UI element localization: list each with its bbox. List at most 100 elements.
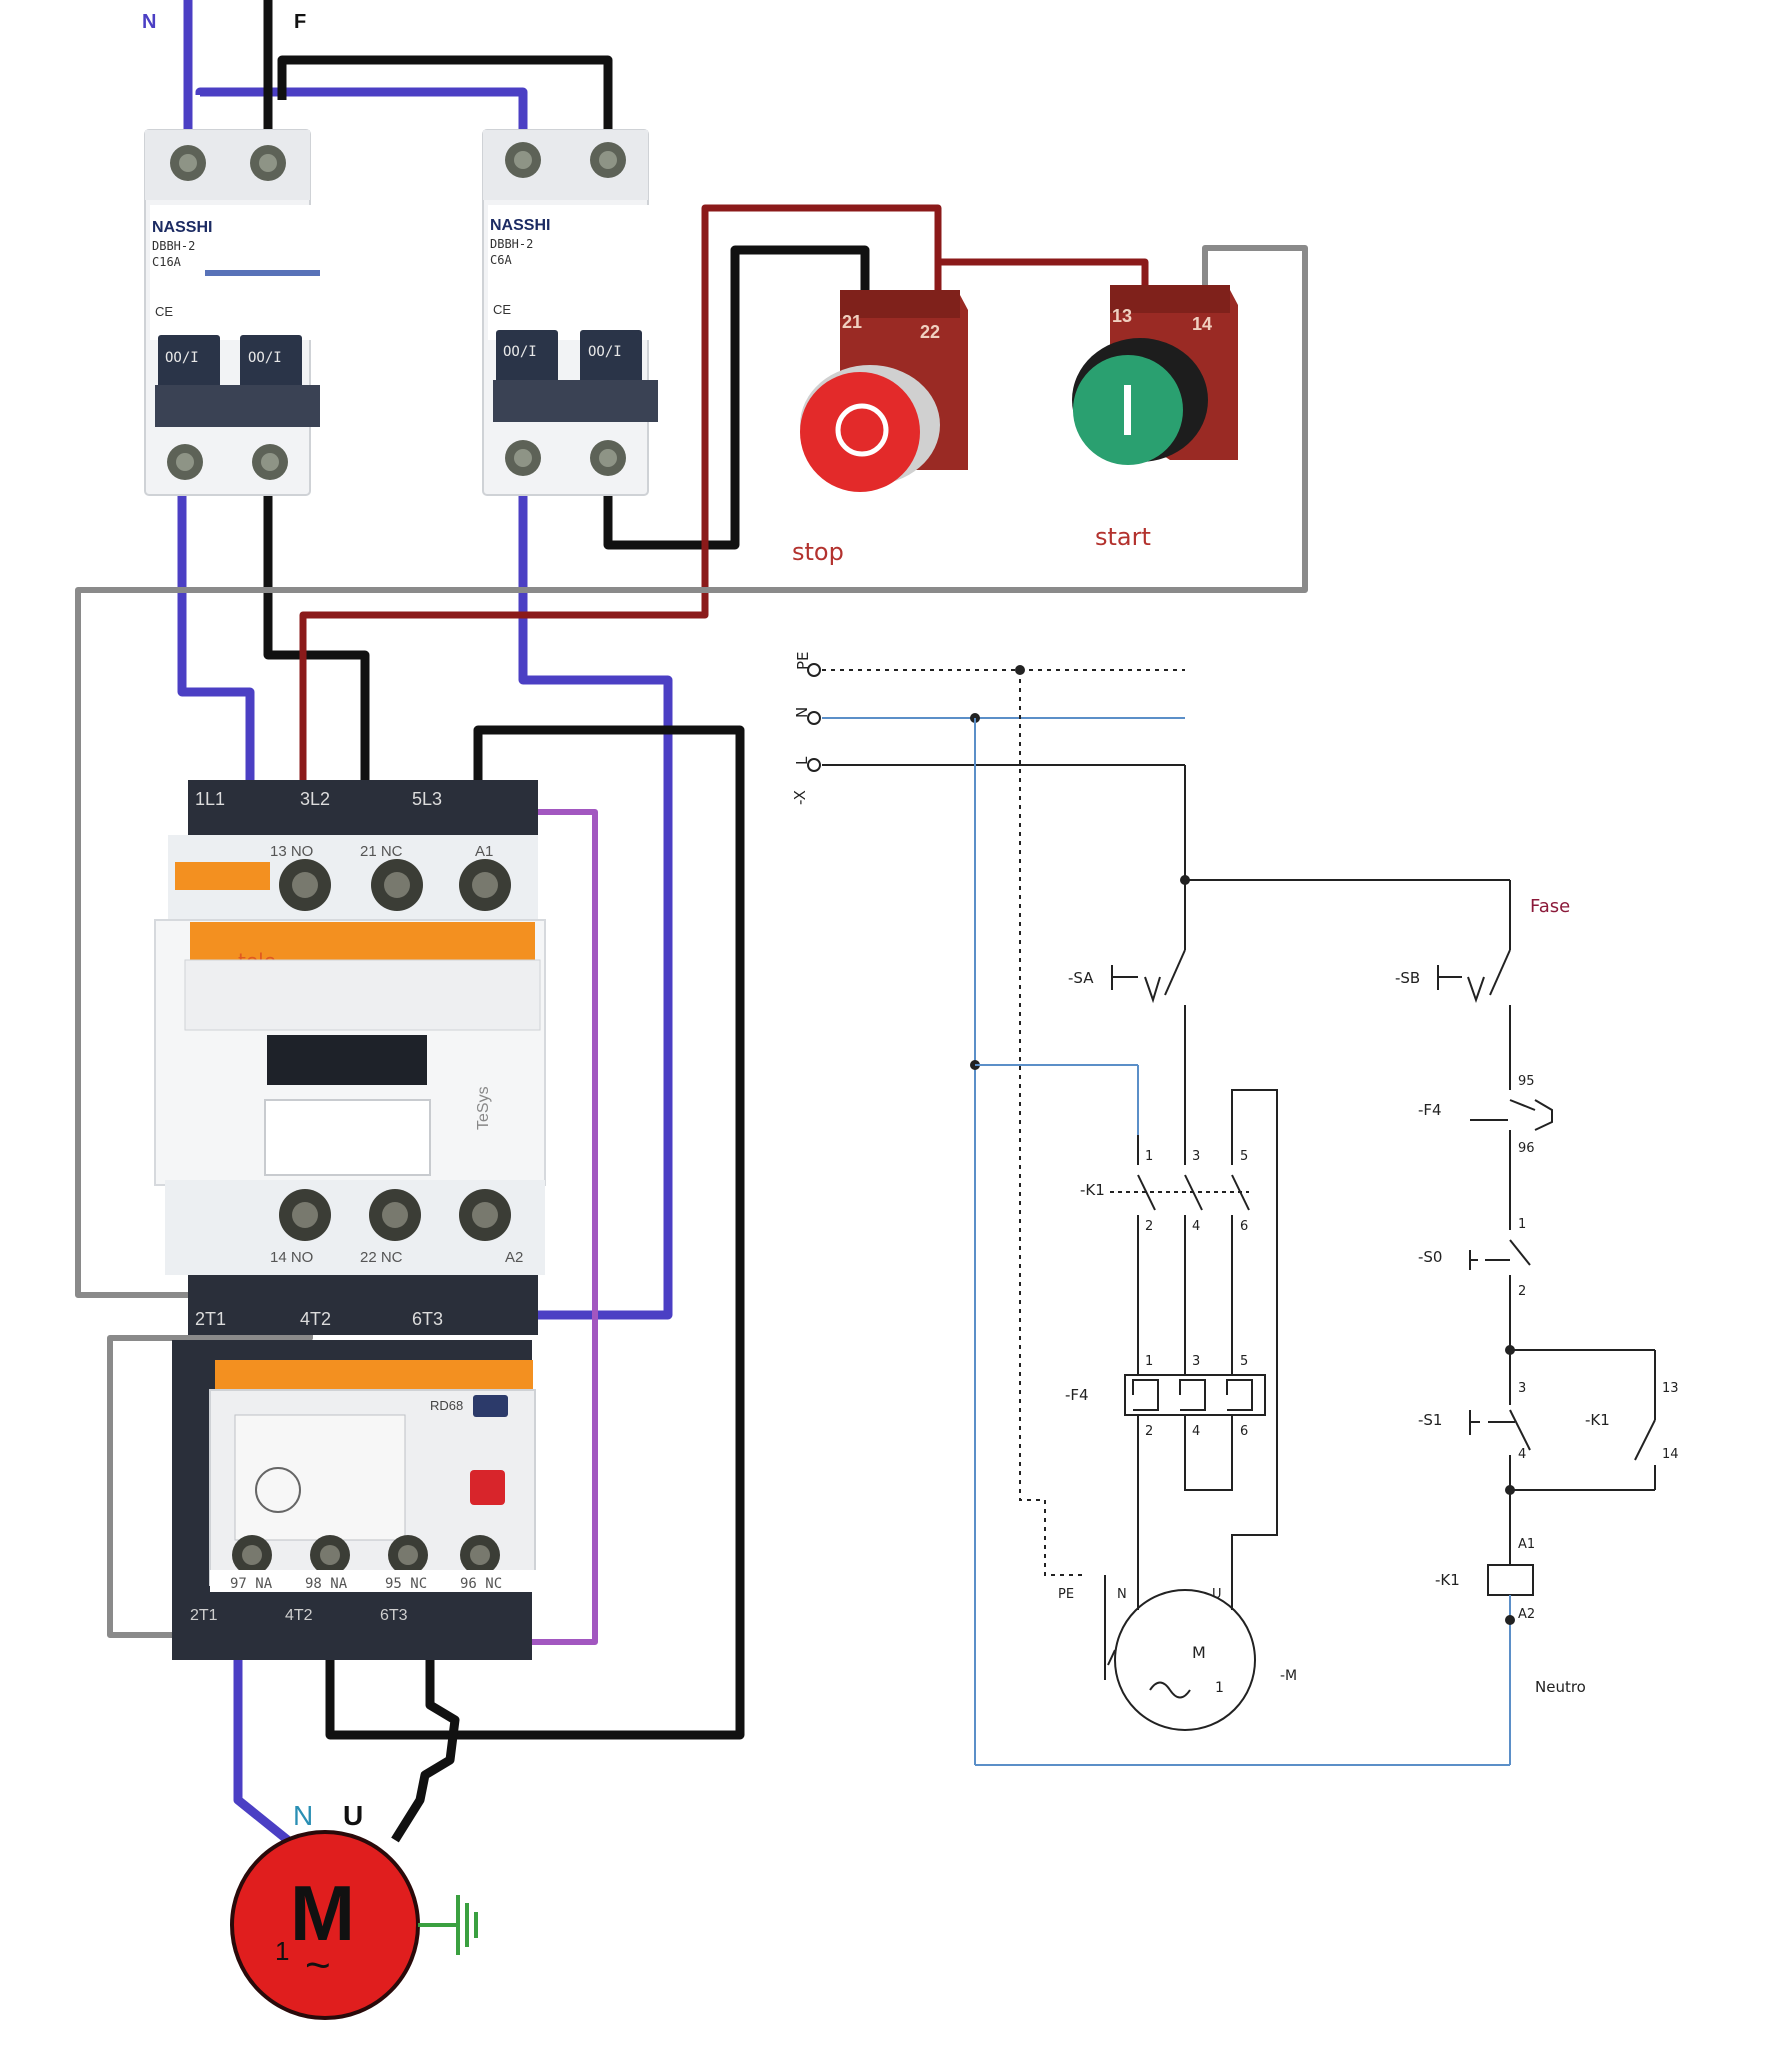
overload-relay[interactable]: RD68 97 NA 98 NA 95 NC 96 NC 2T1 4T2 6T3: [172, 1340, 540, 1660]
coil-a2: A2: [1518, 1607, 1535, 1622]
breaker2-ce: CE: [493, 302, 511, 317]
schematic-motor-n: N: [1117, 1587, 1127, 1602]
k1-top-1: 1: [1145, 1149, 1153, 1164]
start-terminal-13: 13: [1112, 306, 1132, 326]
motor-label-u: U: [343, 1800, 363, 1831]
breaker1-ce: CE: [155, 304, 173, 319]
overload-terminal-2t1: 2T1: [190, 1607, 218, 1624]
contactor-aux-top-nc: 21 NC: [360, 843, 403, 860]
k1-bottom-4: 4: [1192, 1219, 1200, 1234]
breaker2-pole-2: OO/I: [588, 344, 622, 360]
stop-label: stop: [792, 538, 844, 566]
contactor-aux-bottom-a2: A2: [505, 1249, 523, 1266]
contactor-terminal-3l2: 3L2: [300, 789, 330, 809]
contactor-aux-bottom-nc: 22 NC: [360, 1249, 403, 1266]
schematic-f4-label: -F4: [1065, 1386, 1089, 1404]
breaker2-model: DBBH-2: [490, 237, 533, 251]
schematic-labels: PE N L -X -SA -SB Fase -K1 1 3 5 2 4 6 -…: [791, 651, 1679, 1696]
motor-tilde: ~: [305, 1941, 331, 1990]
start-terminal-14: 14: [1192, 314, 1212, 334]
schematic-motor-tag: -M: [1280, 1668, 1297, 1684]
schematic: [807, 663, 1656, 1766]
schematic-motor-tilde: ~: [1150, 1667, 1151, 1669]
contactor-terminal-6t3: 6T3: [412, 1309, 443, 1329]
schematic-motor-u: U: [1212, 1587, 1222, 1602]
supply-f-label: F: [294, 11, 306, 33]
f4-bottom-4: 4: [1192, 1424, 1200, 1439]
contactor-terminal-1l1: 1L1: [195, 789, 225, 809]
schematic-sb-label: -SB: [1395, 969, 1420, 987]
f4-bottom-2: 2: [1145, 1424, 1153, 1439]
start-label: start: [1095, 523, 1151, 551]
f4-aux-95: 95: [1518, 1074, 1535, 1089]
f4-bottom-6: 6: [1240, 1424, 1248, 1439]
overload-brand: RD68: [430, 1398, 463, 1413]
f4-top-5: 5: [1240, 1354, 1248, 1369]
overload-terminal-95: 95 NC: [385, 1576, 427, 1592]
k1-aux-13: 13: [1662, 1381, 1679, 1396]
contactor-aux-bottom-no: 14 NO: [270, 1249, 313, 1266]
circuit-breaker-1[interactable]: NASSHI DBBH-2 C16A CE OO/I OO/I: [144, 129, 320, 496]
contactor[interactable]: 1L1 3L2 5L3 13 NO 21 NC A1 tele TeSys 14…: [154, 780, 546, 1335]
schematic-neutro-label: Neutro: [1535, 1678, 1586, 1696]
k1-top-3: 3: [1192, 1149, 1200, 1164]
stop-terminal-21: 21: [842, 312, 862, 332]
stop-button-cap[interactable]: [800, 372, 920, 492]
overload-terminal-4t2: 4T2: [285, 1607, 313, 1624]
breaker2-pole-1: OO/I: [503, 344, 537, 360]
overload-terminal-97: 97 NA: [230, 1576, 273, 1592]
supply-n-label: N: [142, 11, 156, 33]
contactor-terminal-2t1: 2T1: [195, 1309, 226, 1329]
schematic-k1-aux-label: -K1: [1585, 1411, 1610, 1429]
schematic-s1-label: -S1: [1418, 1411, 1442, 1429]
k1-aux-14: 14: [1662, 1447, 1679, 1462]
k1-bottom-6: 6: [1240, 1219, 1248, 1234]
motor-phase: 1: [275, 1936, 289, 1966]
breaker1-rating: C16A: [152, 255, 182, 269]
breaker1-model: DBBH-2: [152, 239, 195, 253]
overload-dial-icon[interactable]: [255, 1467, 301, 1513]
contactor-series-label: TeSys: [475, 1086, 492, 1130]
breaker2-rating: C6A: [490, 253, 512, 267]
contactor-terminal-4t2: 4T2: [300, 1309, 331, 1329]
f4-top-1: 1: [1145, 1354, 1153, 1369]
bus-label-l: L: [793, 756, 811, 765]
k1-bottom-2: 2: [1145, 1219, 1153, 1234]
motor-label-n: N: [293, 1800, 313, 1831]
stop-button[interactable]: 21 22: [800, 290, 968, 492]
motor-letter: M: [290, 1869, 355, 1957]
overload-terminal-98: 98 NA: [305, 1576, 348, 1592]
s1-bottom: 4: [1518, 1447, 1526, 1462]
bus-label-pe: PE: [794, 651, 812, 670]
s1-top: 3: [1518, 1381, 1526, 1396]
circuit-breaker-2[interactable]: NASSHI DBBH-2 C6A CE OO/I OO/I: [482, 129, 658, 496]
schematic-fase-label: Fase: [1530, 896, 1570, 917]
earth-ground-icon: [418, 1895, 478, 1955]
overload-terminal-6t3: 6T3: [380, 1607, 408, 1624]
schematic-motor-phase: 1: [1215, 1680, 1224, 1696]
red-control-wires: [299, 204, 1149, 880]
schematic-s0-label: -S0: [1418, 1248, 1442, 1266]
overload-reset-button[interactable]: [470, 1470, 505, 1505]
schematic-coil-label: -K1: [1435, 1571, 1460, 1589]
stop-symbol-icon: [835, 403, 889, 457]
breaker1-pole-1: OO/I: [165, 350, 199, 366]
stop-terminal-22: 22: [920, 322, 940, 342]
coil-a1: A1: [1518, 1537, 1535, 1552]
contactor-terminal-5l3: 5L3: [412, 789, 442, 809]
contactor-aux-top-a1: A1: [475, 843, 493, 860]
contactor-aux-top-no: 13 NO: [270, 843, 313, 860]
schematic-motor-m: M: [1192, 1643, 1206, 1662]
schematic-f4-aux-label: -F4: [1418, 1101, 1442, 1119]
start-symbol-icon: [1124, 385, 1131, 435]
breaker1-brand: NASSHI: [152, 219, 212, 236]
phase-wires: [263, 0, 870, 1843]
terminal-x-label: -X: [791, 790, 809, 805]
motor[interactable]: M 1 ~: [230, 1830, 420, 2020]
s0-top: 1: [1518, 1217, 1526, 1232]
k1-top-5: 5: [1240, 1149, 1248, 1164]
f4-top-3: 3: [1192, 1354, 1200, 1369]
schematic-sa-label: -SA: [1068, 969, 1094, 987]
start-button[interactable]: 13 14: [1072, 285, 1238, 465]
